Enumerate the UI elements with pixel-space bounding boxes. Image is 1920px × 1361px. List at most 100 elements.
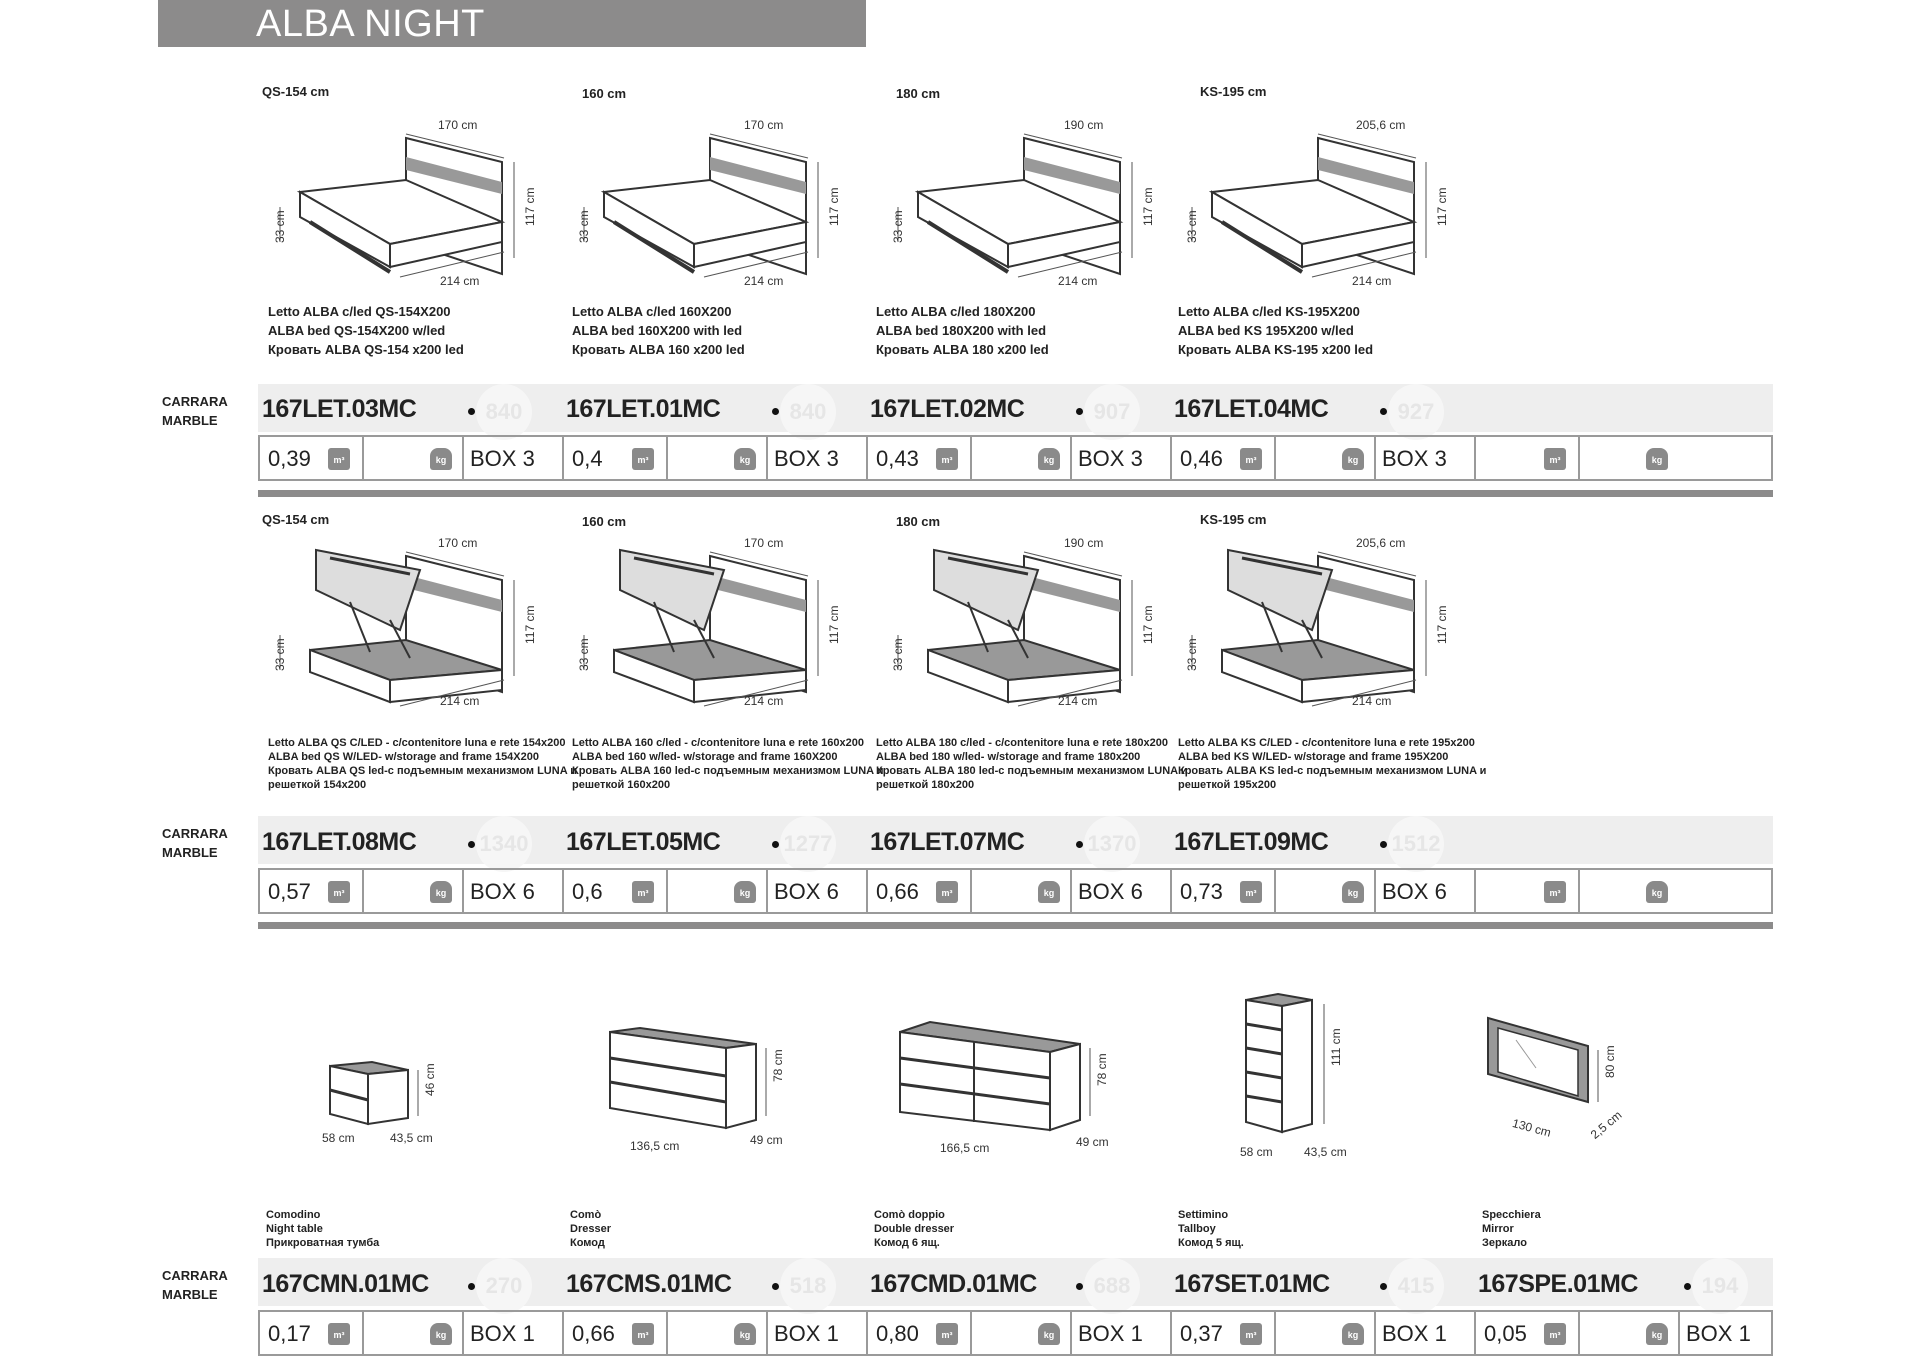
- box-count: BOX 6: [470, 879, 535, 904]
- storage-bed-drawing: 205,6 cm 33 cm 117 cm 214 cm: [1185, 536, 1449, 708]
- bed-width-label: 170 cm: [438, 118, 477, 132]
- bed-height-label: 117 cm: [1141, 606, 1155, 644]
- box-count: BOX 3: [470, 446, 535, 471]
- price-badge: 927: [1388, 384, 1444, 440]
- product-code: 167SET.01MC: [1174, 1270, 1330, 1298]
- volume-icon: m³: [632, 1323, 654, 1345]
- bed-width-label: 190 cm: [1064, 118, 1103, 132]
- volume-icon: m³: [632, 448, 654, 470]
- weight-icon: kg: [430, 1323, 452, 1345]
- price-badge: 840: [780, 384, 836, 440]
- night-table-drawing: 46 cm 58 cm 43,5 cm: [322, 1060, 437, 1145]
- bullet: [1380, 841, 1387, 848]
- volume-value: 0,46: [1180, 446, 1223, 471]
- bullet: [772, 841, 779, 848]
- bed-width-label: 170 cm: [744, 118, 783, 132]
- product-code: 167LET.01MC: [566, 395, 721, 423]
- dimension-label: 166,5 cm: [940, 1141, 989, 1155]
- material-label: CARRARA MARBLE: [162, 1268, 228, 1302]
- product-code: 167LET.05MC: [566, 828, 721, 856]
- bed-height-label: 117 cm: [1435, 606, 1449, 644]
- bed-base-label: 33 cm: [1185, 210, 1199, 243]
- bed-length-label: 214 cm: [1058, 274, 1097, 288]
- bullet: [468, 408, 475, 415]
- price-badge: 1512: [1388, 816, 1444, 872]
- dimension-label: 58 cm: [1240, 1145, 1273, 1159]
- dimension-label: 130 cm: [1511, 1116, 1553, 1140]
- dimension-label: 46 cm: [423, 1063, 437, 1096]
- bed-size-label: KS-195 cm: [1200, 84, 1267, 99]
- weight-icon: kg: [1342, 881, 1364, 903]
- material-label: CARRARA MARBLE: [162, 826, 228, 860]
- bed-drawing: 170 cm 33 cm 117 cm 214 cm: [273, 118, 537, 288]
- volume-icon: m³: [328, 1323, 350, 1345]
- price-badge: 1340: [476, 816, 532, 872]
- weight-icon: kg: [1342, 1323, 1364, 1345]
- volume-value: 0,05: [1484, 1321, 1527, 1346]
- bed-base-label: 33 cm: [273, 638, 287, 671]
- storage-bed-drawing: 190 cm 33 cm 117 cm 214 cm: [891, 536, 1155, 708]
- box-count: BOX 1: [470, 1321, 535, 1346]
- volume-value: 0,17: [268, 1321, 311, 1346]
- bed-length-label: 214 cm: [440, 274, 479, 288]
- bed-size-label: 160 cm: [582, 86, 627, 101]
- box-count: BOX 3: [1078, 446, 1143, 471]
- bullet: [1076, 1283, 1083, 1290]
- bed-length-label: 214 cm: [744, 694, 783, 708]
- weight-icon: kg: [430, 881, 452, 903]
- product-code: 167LET.09MC: [1174, 828, 1329, 856]
- product-code: 167LET.08MC: [262, 828, 417, 856]
- weight-icon: kg: [1038, 881, 1060, 903]
- bed-height-label: 117 cm: [523, 606, 537, 644]
- volume-icon: m³: [1544, 881, 1566, 903]
- bed-width-label: 205,6 cm: [1356, 536, 1405, 550]
- bed-base-label: 33 cm: [577, 638, 591, 671]
- volume-icon: m³: [1240, 881, 1262, 903]
- material-label: CARRARA MARBLE: [162, 394, 228, 428]
- product-code: 167CMS.01MC: [566, 1270, 732, 1298]
- bed-width-label: 190 cm: [1064, 536, 1103, 550]
- dimension-label: 78 cm: [1095, 1053, 1109, 1086]
- bed-length-label: 214 cm: [1352, 694, 1391, 708]
- volume-value: 0,66: [572, 1321, 615, 1346]
- box-count: BOX 3: [774, 446, 839, 471]
- dimension-label: 49 cm: [750, 1133, 783, 1147]
- bullet: [1380, 408, 1387, 415]
- weight-icon: kg: [1646, 881, 1668, 903]
- bullet: [468, 841, 475, 848]
- volume-icon: m³: [632, 881, 654, 903]
- bed-description: Letto ALBA QS C/LED - c/contenitore luna…: [268, 737, 578, 791]
- volume-value: 0,4: [572, 446, 603, 471]
- bed-description: Letto ALBA 180 c/led - c/contenitore lun…: [876, 737, 1188, 791]
- bed-length-label: 214 cm: [1352, 274, 1391, 288]
- spec-row: 0,17 m³ kg BOX 1 0,66 m³ kg BOX 1 0,80 m…: [258, 1310, 1773, 1356]
- bullet: [1380, 1283, 1387, 1290]
- bed-height-label: 117 cm: [1141, 188, 1155, 226]
- weight-icon: kg: [1646, 448, 1668, 470]
- section-divider: [258, 922, 1773, 929]
- price-badge: 1370: [1084, 816, 1140, 872]
- price-badge: 270: [476, 1258, 532, 1314]
- spec-row: 0,39 m³ kg BOX 3 0,4 m³ kg BOX 3 0,43 m³…: [258, 435, 1773, 481]
- bed-drawing: 190 cm 33 cm 117 cm 214 cm: [891, 118, 1155, 288]
- volume-value: 0,37: [1180, 1321, 1223, 1346]
- storage-bed-drawing: 170 cm 33 cm 117 cm 214 cm: [273, 536, 537, 708]
- weight-icon: kg: [1342, 448, 1364, 470]
- bullet: [1076, 408, 1083, 415]
- box-count: BOX 6: [1078, 879, 1143, 904]
- product-code: 167CMD.01MC: [870, 1270, 1037, 1298]
- dimension-label: 58 cm: [322, 1131, 355, 1145]
- spec-row: 0,57 m³ kg BOX 6 0,6 m³ kg BOX 6 0,66 m³…: [258, 868, 1773, 914]
- weight-icon: kg: [1038, 448, 1060, 470]
- bed-size-label: QS-154 cm: [262, 84, 330, 99]
- price-badge: 907: [1084, 384, 1140, 440]
- volume-icon: m³: [936, 881, 958, 903]
- bed-description: Letto ALBA KS C/LED - c/contenitore luna…: [1178, 737, 1487, 791]
- bed-base-label: 33 cm: [891, 638, 905, 671]
- dimension-label: 80 cm: [1603, 1045, 1617, 1078]
- bed-height-label: 117 cm: [1435, 188, 1449, 226]
